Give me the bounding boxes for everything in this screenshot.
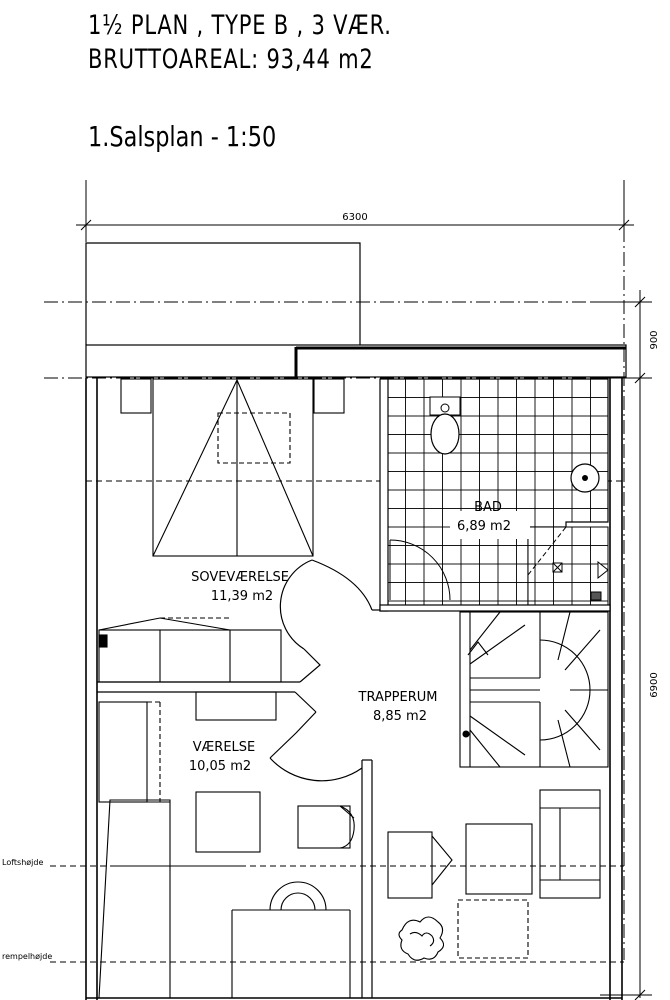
gross-area-title: BRUTTOAREAL: 93,44 m2	[88, 44, 374, 75]
room-name-bedroom: SOVEVÆRELSE	[191, 570, 289, 585]
loft-height-label: Loftshøjde	[2, 858, 44, 867]
room-area-bathroom: 6,89 m2	[457, 519, 511, 534]
internal-walls	[97, 559, 380, 998]
plan-title: 1½ PLAN , TYPE B , 3 VÆR.	[88, 10, 392, 41]
room-area-room: 10,05 m2	[189, 759, 251, 774]
landing-furniture	[387, 789, 601, 961]
room-name-room: VÆRELSE	[193, 740, 256, 755]
dimension-depth-main-label: 6900	[649, 672, 660, 697]
bedroom	[98, 378, 345, 683]
knee-wall-height-label: rempelhøjde	[2, 952, 53, 961]
room-area-bedroom: 11,39 m2	[211, 589, 273, 604]
roof-outline	[85, 242, 627, 378]
stair	[459, 611, 609, 768]
room-area-stair: 8,85 m2	[373, 709, 427, 724]
dimension-width	[76, 180, 634, 240]
bathroom	[379, 378, 611, 612]
room-name-stair: TRAPPERUM	[358, 690, 438, 705]
room-name-bathroom: BAD	[474, 500, 502, 515]
outer-walls	[85, 378, 623, 1000]
dimension-width-label: 6300	[342, 212, 367, 223]
floor-plan-subtitle: 1.Salsplan - 1:50	[88, 120, 277, 153]
room	[98, 691, 355, 999]
dimension-depth-top-label: 900	[649, 330, 660, 349]
